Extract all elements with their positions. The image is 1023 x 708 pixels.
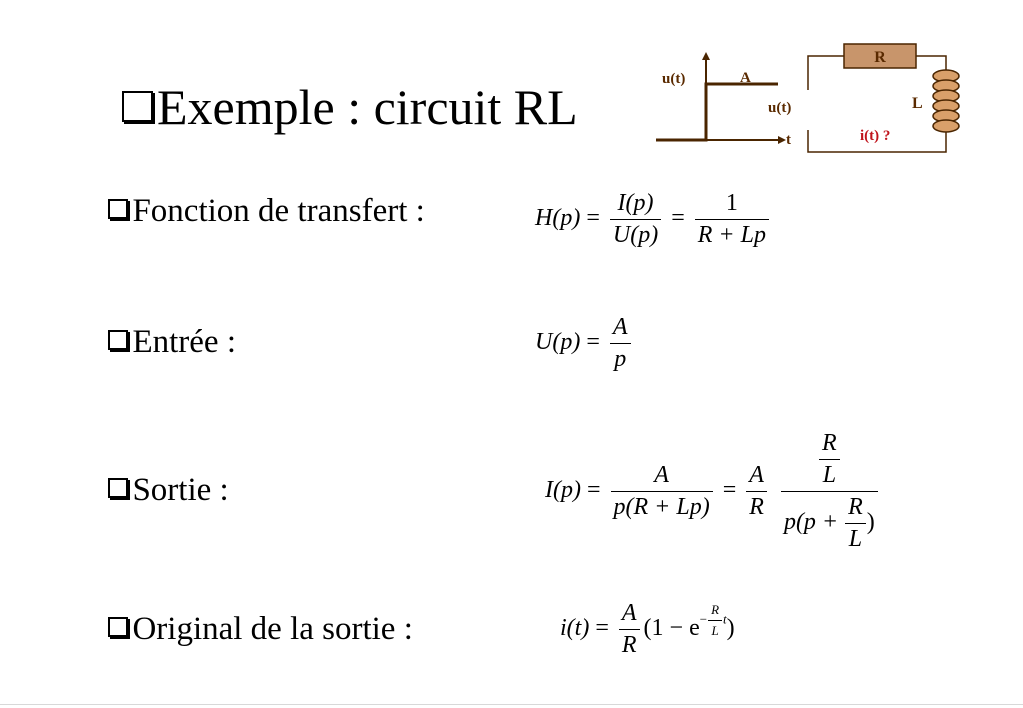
- step-input-graph: u(t) A t: [656, 52, 791, 148]
- bullet-transfer-text: Fonction de transfert :: [132, 193, 425, 229]
- inductor-label: L: [912, 95, 923, 112]
- original-paren-open: (1 − e: [643, 615, 700, 642]
- exp-num: R: [711, 601, 720, 617]
- input-equation: U(p) = A p: [535, 314, 635, 373]
- bullet-input-text: Entrée :: [132, 324, 236, 360]
- output-fraction-2: A R: [746, 462, 767, 521]
- transfer-frac1-num: I(p): [617, 190, 654, 216]
- circuit-wire-bottom: [807, 130, 947, 153]
- circuit-current-label: i(t) ?: [860, 128, 890, 144]
- original-fraction: A R: [618, 600, 640, 659]
- checkbox-bullet-icon: [108, 616, 129, 638]
- step-function-curve: [656, 82, 778, 142]
- bullet-input: Entrée :: [108, 324, 236, 361]
- output-fraction-3: R L p(p + R L ): [780, 430, 878, 553]
- input-lhs: U(p): [535, 329, 581, 356]
- step-graph-level-label: A: [740, 70, 751, 86]
- circuit-wire-top-right: [916, 55, 947, 70]
- exp-den: L: [711, 622, 719, 638]
- resistor-label: R: [874, 49, 886, 66]
- output-num-top: R: [822, 430, 837, 456]
- bullet-original: Original de la sortie :: [108, 611, 413, 648]
- checkbox-bullet-icon: [122, 90, 153, 122]
- output-num-bottom: L: [822, 462, 837, 488]
- checkbox-bullet-icon: [108, 477, 129, 499]
- transfer-fraction-2: 1 R + Lp: [694, 190, 769, 249]
- bottom-border: [0, 704, 1023, 705]
- transfer-fraction-1: I(p) U(p): [609, 190, 662, 249]
- step-graph-x-label: t: [786, 132, 791, 148]
- slide-title: Exemple : circuit RL: [122, 78, 578, 136]
- output-num-inner-fraction: R L: [819, 430, 840, 489]
- original-den: R: [621, 632, 637, 658]
- step-graph-y-label: u(t): [662, 71, 685, 87]
- exp-sign: −: [699, 611, 708, 627]
- transfer-lhs: H(p): [535, 205, 581, 232]
- output-frac2-den: R: [749, 494, 764, 520]
- output-lhs: I(p): [545, 477, 581, 504]
- input-num: A: [612, 314, 628, 340]
- inductor-icon: [932, 69, 960, 133]
- checkbox-bullet-icon: [108, 329, 129, 351]
- input-fraction: A p: [609, 314, 631, 373]
- step-graph-y-arrow-icon: [702, 52, 710, 60]
- bullet-output: Sortie :: [108, 472, 229, 509]
- bullet-output-text: Sortie :: [132, 472, 229, 508]
- output-frac2-num: A: [749, 462, 764, 488]
- input-den: p: [614, 346, 627, 372]
- output-frac1-num: A: [654, 462, 669, 488]
- checkbox-bullet-icon: [108, 198, 129, 220]
- output-den-inner-fraction: R L: [845, 494, 866, 553]
- bullet-original-text: Original de la sortie :: [132, 611, 413, 647]
- output-frac1-den: p(R + Lp): [613, 494, 710, 520]
- output-equation: I(p) = A p(R + Lp) = A R R L p(p + R L ): [545, 430, 882, 553]
- resistor-icon: [843, 43, 917, 69]
- circuit-wire-top-left: [807, 55, 844, 90]
- original-paren-close: ): [726, 615, 735, 642]
- output-den-prefix: p(p +: [783, 509, 839, 536]
- circuit-source-label: u(t): [768, 100, 791, 116]
- original-lhs: i(t): [560, 615, 590, 642]
- transfer-frac2-den: R + Lp: [697, 222, 766, 248]
- original-num: A: [621, 600, 637, 626]
- rl-circuit-diagram: R L u(t) i(t) ?: [768, 43, 960, 153]
- output-den-suffix: ): [866, 509, 875, 536]
- exp-var: t: [723, 611, 727, 627]
- transfer-frac1-den: U(p): [612, 222, 659, 248]
- output-fraction-1: A p(R + Lp): [610, 462, 713, 521]
- transfer-frac2-num: 1: [694, 190, 769, 220]
- slide-title-text: Exemple : circuit RL: [157, 79, 578, 135]
- output-den-den: L: [848, 526, 863, 552]
- bullet-transfer-function: Fonction de transfert :: [108, 193, 425, 230]
- step-graph-x-arrow-icon: [778, 136, 786, 144]
- output-den-num: R: [848, 494, 863, 520]
- transfer-function-equation: H(p) = I(p) U(p) = 1 R + Lp: [535, 190, 773, 249]
